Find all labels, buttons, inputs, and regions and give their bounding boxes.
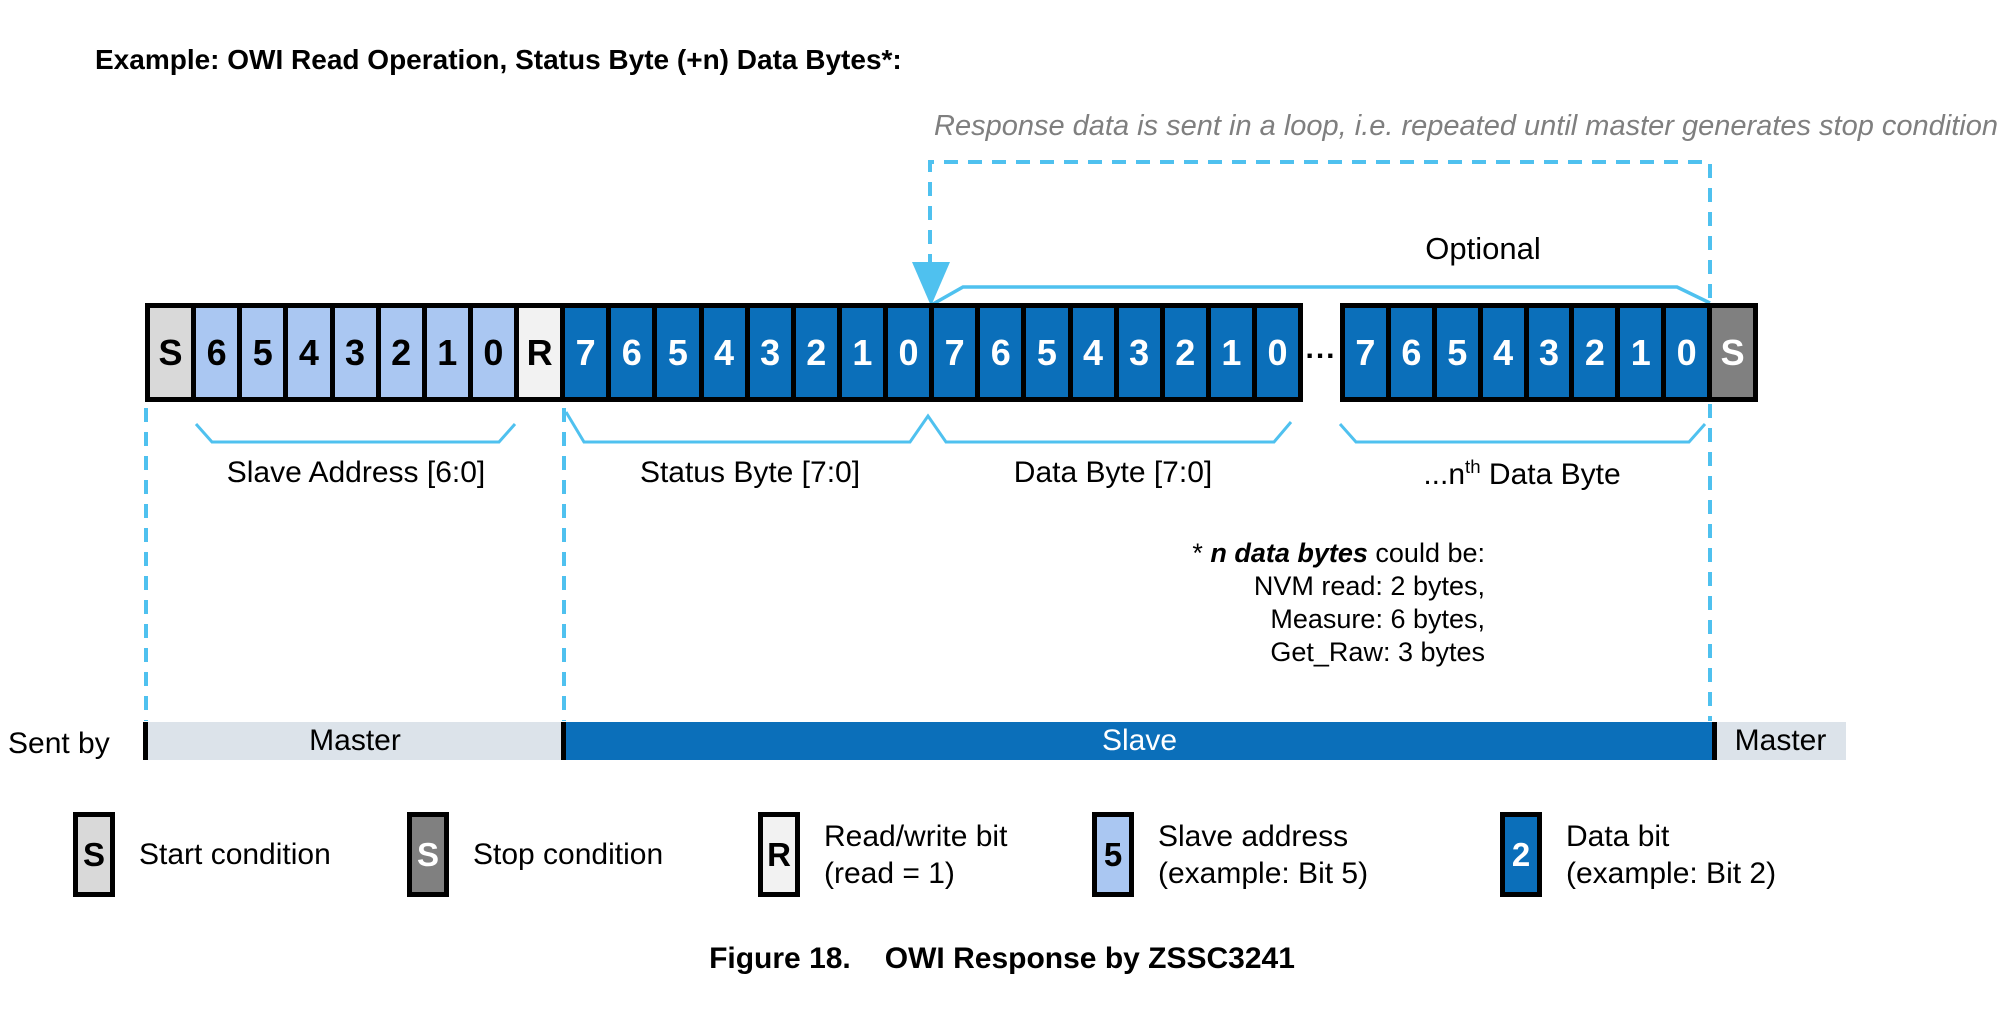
status-byte-group-label: Status Byte [7:0] — [639, 456, 861, 489]
read-write-bit-swatch: R — [758, 812, 800, 897]
byte-repeat-ellipsis: ... — [1305, 332, 1337, 365]
status-data-underbrace — [564, 411, 1293, 444]
legend-label: Data bit — [1566, 819, 1670, 853]
figure-number: Figure 18. — [709, 942, 851, 975]
data-bytes-footnote: * n data bytes could be: NVM read: 2 byt… — [1192, 537, 1485, 669]
slave-address-bit-cell: 4 — [288, 308, 330, 397]
bit-frame-nth-byte: 7 6 5 4 3 2 1 0 S — [1340, 303, 1758, 402]
legend-item-read-write-bit: R Read/write bit (read = 1) — [758, 812, 1007, 897]
data-bit-cell: 5 — [1026, 308, 1068, 397]
legend-label: Stop condition — [473, 838, 664, 871]
nth-byte-underbrace — [1338, 423, 1707, 444]
bit-frame-main: S 6 5 4 3 2 1 0 R 7 6 5 4 3 2 1 0 7 6 5 … — [145, 303, 1303, 402]
optional-bracket — [932, 285, 1711, 306]
loop-dashed-path — [928, 160, 1712, 721]
status-bit-cell: 7 — [565, 308, 607, 397]
slave-address-bit-cell: 1 — [426, 308, 468, 397]
legend-label: (read = 1) — [824, 856, 955, 890]
figure-title: OWI Response by ZSSC3241 — [884, 942, 1295, 975]
nth-label-superscript: th — [1465, 456, 1481, 477]
data-bit-cell: 7 — [1345, 308, 1386, 397]
slave-address-bit-cell: 0 — [472, 308, 514, 397]
status-bit-cell: 2 — [795, 308, 837, 397]
data-bit-cell: 3 — [1118, 308, 1160, 397]
data-bit-cell: 4 — [1482, 308, 1524, 397]
figure-caption: Figure 18. OWI Response by ZSSC3241 — [0, 942, 2004, 976]
status-bit-cell: 0 — [888, 308, 930, 397]
data-bit-cell: 2 — [1574, 308, 1616, 397]
sent-by-master-segment: Master — [1715, 722, 1846, 760]
slave-address-underbrace — [194, 423, 517, 444]
footnote-line-3: Measure: 6 bytes, — [1270, 604, 1485, 634]
data-bit-cell: 5 — [1436, 308, 1478, 397]
data-bit-cell: 7 — [934, 308, 976, 397]
data-bit-cell: 1 — [1210, 308, 1252, 397]
figure-heading: Example: OWI Read Operation, Status Byte… — [95, 44, 902, 75]
stop-condition-cell: S — [1712, 308, 1754, 397]
data-bit-cell: 4 — [1072, 308, 1114, 397]
start-condition-swatch: S — [73, 812, 115, 897]
footnote-line-2: NVM read: 2 bytes, — [1253, 571, 1485, 601]
status-bit-cell: 5 — [657, 308, 699, 397]
nth-data-byte-group-label: ...nth Data Byte — [1423, 456, 1620, 492]
footnote-asterisk: * — [1192, 538, 1211, 568]
legend-label: (example: Bit 2) — [1566, 856, 1777, 890]
sent-by-divider — [143, 722, 148, 760]
legend-label: Start condition — [139, 838, 331, 871]
status-bit-cell: 6 — [611, 308, 653, 397]
sent-by-divider — [1712, 722, 1717, 760]
legend-item-slave-address: 5 Slave address (example: Bit 5) — [1092, 812, 1368, 897]
data-bit-swatch: 2 — [1500, 812, 1542, 897]
status-bit-cell: 4 — [703, 308, 745, 397]
loop-annotation-text: Response data is sent in a loop, i.e. re… — [934, 110, 1998, 142]
legend-label: Slave address — [1158, 819, 1349, 853]
nth-label-prefix: ...n — [1423, 458, 1466, 491]
data-bit-cell: 0 — [1666, 308, 1708, 397]
legend-item-stop-condition: S Stop condition — [407, 812, 663, 897]
legend-item-data-bit: 2 Data bit (example: Bit 2) — [1500, 812, 1776, 897]
status-bit-cell: 1 — [841, 308, 883, 397]
footnote-rest: could be: — [1367, 538, 1485, 568]
slave-address-bit-cell: 3 — [334, 308, 376, 397]
data-bit-cell: 6 — [980, 308, 1022, 397]
data-byte-group-label: Data Byte [7:0] — [1013, 456, 1213, 489]
sent-by-divider — [561, 722, 566, 760]
data-bit-cell: 6 — [1390, 308, 1432, 397]
legend-label: Read/write bit — [824, 819, 1008, 853]
stop-condition-swatch: S — [407, 812, 449, 897]
arrow-down-icon — [912, 262, 950, 306]
slave-address-bit-cell: 5 — [242, 308, 284, 397]
data-bit-cell: 3 — [1528, 308, 1570, 397]
slave-address-group-label: Slave Address [6:0] — [226, 456, 486, 489]
slave-address-bit-cell: 2 — [380, 308, 422, 397]
sent-by-label: Sent by — [8, 727, 110, 760]
sent-by-master-segment: Master — [146, 722, 564, 760]
data-bit-cell: 0 — [1257, 308, 1299, 397]
footnote-line-4: Get_Raw: 3 bytes — [1270, 637, 1485, 667]
footnote-line-1: * n data bytes could be: — [1192, 537, 1485, 570]
slave-address-bit-cell: 6 — [196, 308, 238, 397]
legend-label: (example: Bit 5) — [1158, 856, 1369, 890]
sent-by-slave-segment: Slave — [564, 722, 1715, 760]
legend-item-start-condition: S Start condition — [73, 812, 331, 897]
start-condition-cell: S — [150, 308, 192, 397]
status-bit-cell: 3 — [749, 308, 791, 397]
slave-address-swatch: 5 — [1092, 812, 1134, 897]
data-bit-cell: 2 — [1164, 308, 1206, 397]
optional-label: Optional — [1425, 231, 1541, 266]
data-bit-cell: 1 — [1620, 308, 1662, 397]
footnote-emphasis: n data bytes — [1210, 538, 1368, 568]
read-write-bit-cell: R — [519, 308, 561, 397]
nth-label-suffix: Data Byte — [1480, 458, 1621, 491]
